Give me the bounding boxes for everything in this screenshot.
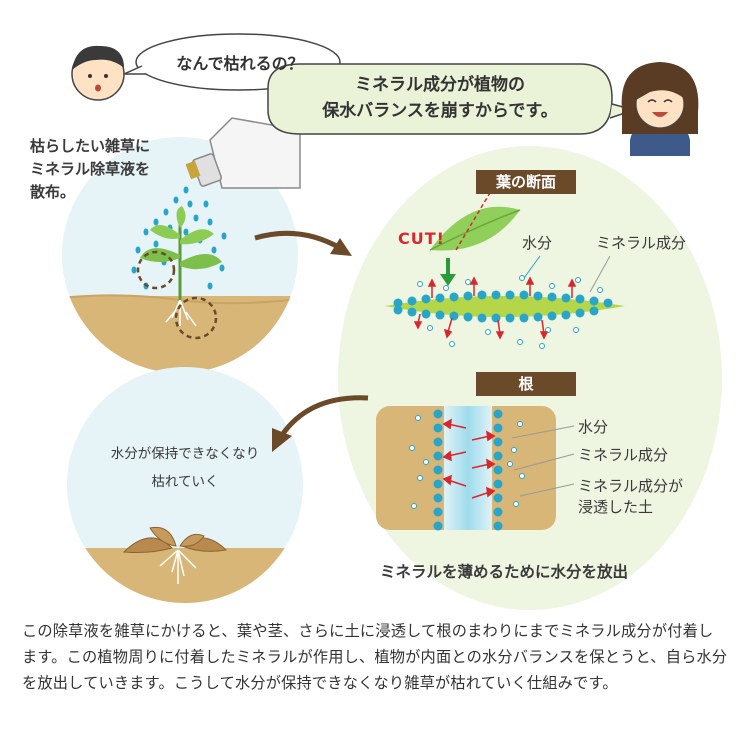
brown-arrow-icon	[279, 395, 369, 437]
answer-line-2: 保水バランスを崩すからです。	[322, 101, 558, 121]
question-text: なんで枯れるの？	[176, 54, 304, 73]
release-caption: ミネラルを薄めるために水分を放出	[380, 563, 629, 581]
spray-caption-line-3: 散布。	[30, 183, 76, 201]
weed-plant	[140, 206, 222, 327]
spray-caption-line-2: ミネラル除草液を	[30, 160, 151, 178]
spray-caption: 枯らしたい雑草に ミネラル除草液を 散布。	[30, 135, 150, 204]
root-cross-section	[376, 406, 575, 531]
spray-bottle-icon	[185, 117, 301, 189]
root-focus-ring	[174, 296, 218, 340]
root-section-title: 根	[476, 372, 576, 396]
leaf-water-label: 水分	[522, 234, 553, 252]
leaf-section-title: 葉の断面	[476, 170, 576, 194]
wither-caption: 水分が保持できなくなり 枯れていく	[85, 440, 285, 496]
wither-caption-line-2: 枯れていく	[151, 474, 219, 490]
green-down-arrow-icon	[440, 274, 456, 286]
spray-caption-line-1: 枯らしたい雑草に	[30, 137, 151, 155]
leaf-focus-ring	[136, 250, 176, 290]
soil-label: ミネラル成分が 浸透した土	[578, 476, 683, 518]
description-paragraph: この除草液を雑草にかけると、葉や茎、さらに土に浸透して根のまわりにまでミネラル成…	[22, 622, 728, 692]
answer-text: ミネラル成分が植物の 保水バランスを崩すからです。	[280, 72, 600, 124]
answer-line-1: ミネラル成分が植物の	[355, 75, 525, 95]
leaf-cross-section	[385, 185, 625, 349]
boy-avatar-icon	[71, 45, 125, 101]
soil-label-line-2: 浸透した土	[578, 498, 654, 516]
root-water-label: 水分	[578, 418, 609, 436]
wither-caption-line-1: 水分が保持できなくなり	[110, 446, 260, 462]
brown-arrow-icon	[254, 230, 342, 251]
root-mineral-label: ミネラル成分	[578, 446, 669, 464]
cut-label: CUT!	[398, 229, 445, 248]
soil-label-line-1: ミネラル成分が	[578, 477, 684, 495]
leaf-mineral-label: ミネラル成分	[596, 234, 687, 252]
woman-avatar-icon	[621, 62, 699, 156]
